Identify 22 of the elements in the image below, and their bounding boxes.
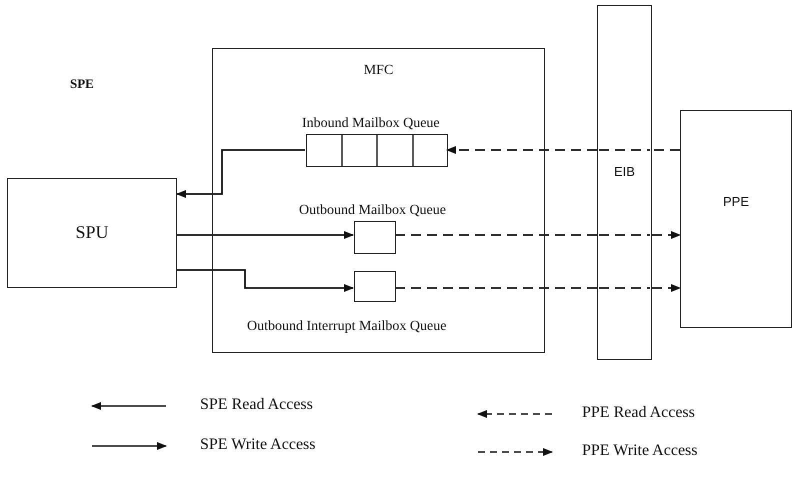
box-label: PPE (722, 194, 750, 209)
controller-box (212, 48, 545, 353)
processor-box (7, 178, 177, 288)
legend-label: SPE Write Access (200, 436, 316, 454)
arrow (177, 231, 354, 239)
box-label: MFC (362, 63, 394, 79)
arrow (652, 284, 681, 292)
queue-label: Inbound Mailbox Queue (302, 116, 440, 132)
arrow (176, 149, 305, 198)
legend-label: PPE Write Access (582, 442, 698, 460)
bus-bar (597, 5, 652, 360)
legend-label: SPE Read Access (200, 396, 313, 414)
box-label: EIB (613, 164, 636, 178)
queue-label: Outbound Interrupt Mailbox Queue (247, 319, 446, 335)
group-label: SPE (70, 76, 94, 92)
queue-label: Outbound Mailbox Queue (299, 203, 446, 219)
legend-label: PPE Read Access (582, 404, 695, 422)
box-label: SPU (74, 222, 110, 243)
arrow (177, 269, 354, 292)
arrow (446, 146, 597, 154)
processor-box (680, 110, 792, 328)
arrow (652, 231, 681, 239)
